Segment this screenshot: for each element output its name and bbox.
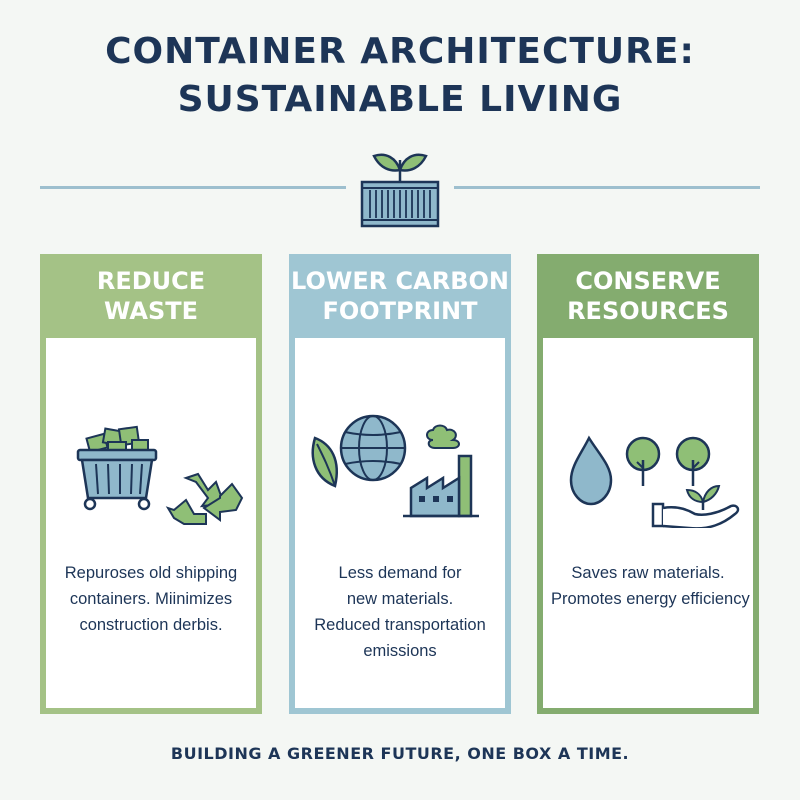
card-line: Repuroses old shipping (64, 564, 238, 582)
card-line: Less demand for (338, 564, 462, 582)
card-heading-line-1: LOWER CARBON (291, 267, 509, 295)
card-line: new materials. (346, 590, 454, 608)
factory-icon (403, 424, 479, 518)
card-lower-carbon: LOWER CARBON FOOTPRINT (289, 254, 511, 714)
container-sprout-icon (360, 153, 440, 228)
card-reduce-waste: REDUCE WASTE (40, 254, 262, 714)
card-heading-line-1: REDUCE (96, 267, 206, 295)
card-line: construction derbis. (79, 616, 223, 634)
page-title: CONTAINER ARCHITECTURE: SUSTAINABLE LIVI… (0, 28, 800, 124)
divider-left (40, 186, 346, 189)
card-body: Less demand for new materials. Reduced t… (295, 338, 505, 708)
card-heading-line-2: FOOTPRINT (322, 297, 478, 325)
card-conserve-resources: CONSERVE RESOURCES (537, 254, 759, 714)
card-icons (311, 414, 479, 518)
title-line-1: CONTAINER ARCHITECTURE: (105, 31, 695, 72)
card-heading: CONSERVE RESOURCES (537, 254, 759, 338)
card-icons (569, 435, 740, 528)
dumpster-icon (76, 425, 158, 511)
footer-tagline: BUILDING A GREENER FUTURE, ONE BOX A TIM… (170, 744, 630, 763)
water-drop-icon (569, 435, 613, 506)
trees-icon (625, 436, 711, 486)
card-description: Less demand for new materials. Reduced t… (303, 560, 497, 664)
card-body: Saves raw materials. Promotes energy eff… (543, 338, 753, 708)
card-line: containers. Miinimizes (69, 590, 233, 608)
recycle-icon (165, 472, 244, 525)
card-heading: LOWER CARBON FOOTPRINT (289, 254, 511, 338)
card-heading: REDUCE WASTE (40, 254, 262, 338)
card-heading-line-2: RESOURCES (567, 297, 729, 325)
card-icons (76, 425, 244, 525)
hand-sprout-icon (651, 484, 740, 528)
card-line: Reduced transportation (314, 616, 486, 634)
card-description: Repuroses old shipping containers. Miini… (54, 560, 248, 638)
divider-right (454, 186, 760, 189)
card-line: Saves raw materials. (571, 564, 725, 582)
card-line: emissions (363, 642, 437, 660)
card-heading-line-1: CONSERVE (575, 267, 721, 295)
title-line-2: SUSTAINABLE LIVING (177, 79, 623, 120)
card-body: Repuroses old shipping containers. Miini… (46, 338, 256, 708)
leaf-globe-icon (311, 414, 407, 488)
card-description: Saves raw materials. Promotes energy eff… (551, 560, 750, 612)
card-heading-line-2: WASTE (103, 297, 199, 325)
card-line: Promotes energy efficiency (551, 590, 750, 608)
